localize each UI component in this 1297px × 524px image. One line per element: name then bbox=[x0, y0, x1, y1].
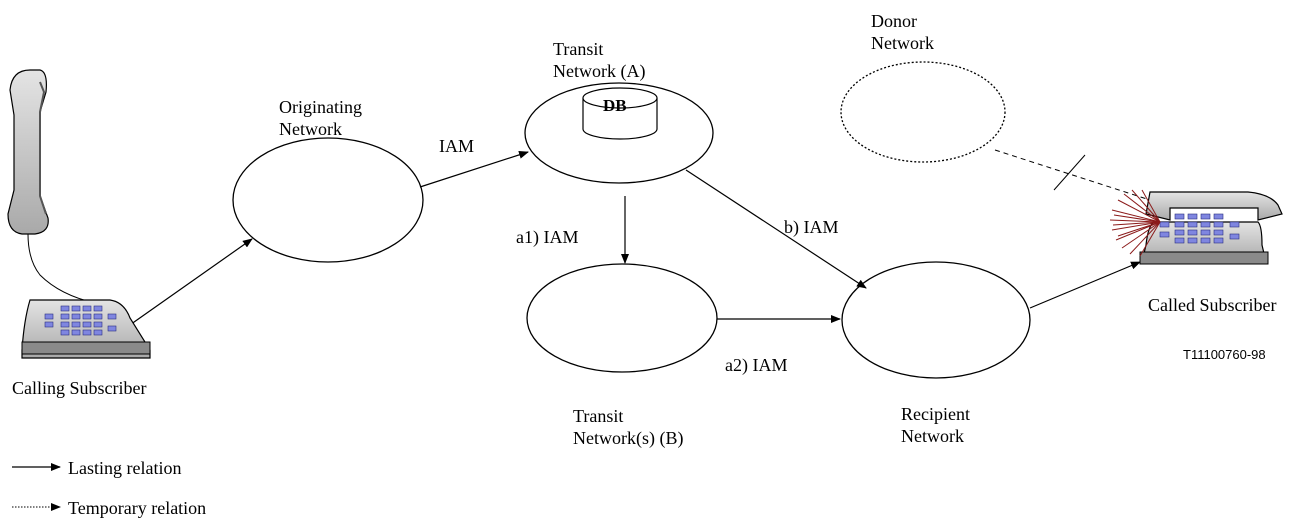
database-cylinder-icon bbox=[582, 87, 658, 140]
message-b-iam-label: b) IAM bbox=[784, 217, 839, 237]
figure-code: T11100760-98 bbox=[1183, 347, 1266, 362]
legend-lasting-label: Lasting relation bbox=[68, 458, 182, 478]
donor-link-dashed bbox=[994, 149, 1151, 201]
arrow-recipient-to-called bbox=[1029, 261, 1141, 309]
originating-network-label: Originating Network bbox=[279, 97, 362, 139]
arrow-calling-to-originating bbox=[126, 238, 253, 328]
called-phone-icon bbox=[1139, 191, 1283, 265]
handset-cord bbox=[27, 233, 96, 304]
calling-phone-icon bbox=[21, 299, 151, 359]
message-iam-label: IAM bbox=[439, 136, 474, 156]
donor-network-label: Donor Network bbox=[871, 11, 934, 53]
message-a1-iam-label: a1) IAM bbox=[516, 227, 579, 247]
originating-network-ellipse bbox=[232, 137, 424, 263]
ringing-burst-icon bbox=[1109, 189, 1161, 257]
transit-network-b-ellipse bbox=[526, 263, 718, 373]
arrow-originating-to-transit-a bbox=[419, 150, 529, 188]
transit-network-a-label: Transit Network (A) bbox=[553, 39, 646, 81]
handset-icon bbox=[7, 69, 49, 235]
transit-network-b-label: Transit Network(s) (B) bbox=[573, 406, 684, 448]
recipient-network-label: Recipient Network bbox=[901, 404, 970, 446]
donor-network-ellipse bbox=[840, 61, 1006, 163]
calling-subscriber-label: Calling Subscriber bbox=[12, 378, 147, 398]
arrow-transit-a-to-recipient bbox=[685, 169, 867, 289]
transit-network-a-ellipse bbox=[524, 82, 714, 184]
database-label: DB bbox=[603, 96, 627, 115]
legend-temporary-label: Temporary relation bbox=[68, 498, 207, 518]
message-a2-iam-label: a2) IAM bbox=[725, 355, 788, 375]
recipient-network-ellipse bbox=[841, 261, 1031, 379]
donor-link-break-mark bbox=[1053, 154, 1086, 191]
called-subscriber-label: Called Subscriber bbox=[1148, 295, 1277, 315]
